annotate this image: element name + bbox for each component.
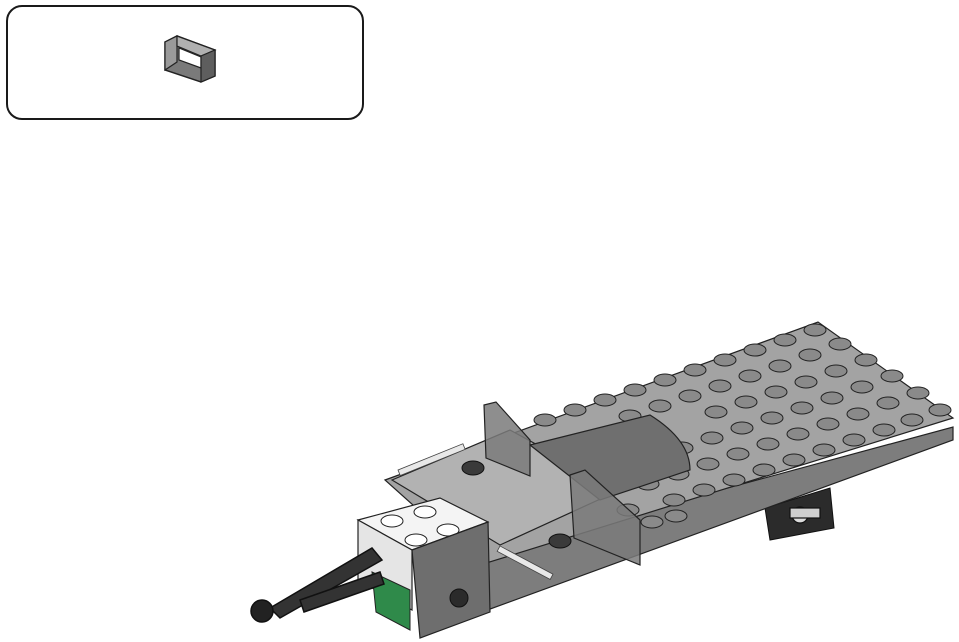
plate-studs: [448, 323, 952, 529]
tow-bar: [250, 547, 385, 623]
parts-callout: [6, 5, 364, 120]
slope-tile-icon: [164, 35, 217, 83]
hitch-fixture-icon: [789, 506, 821, 524]
trans-panel-walls: [483, 401, 641, 566]
